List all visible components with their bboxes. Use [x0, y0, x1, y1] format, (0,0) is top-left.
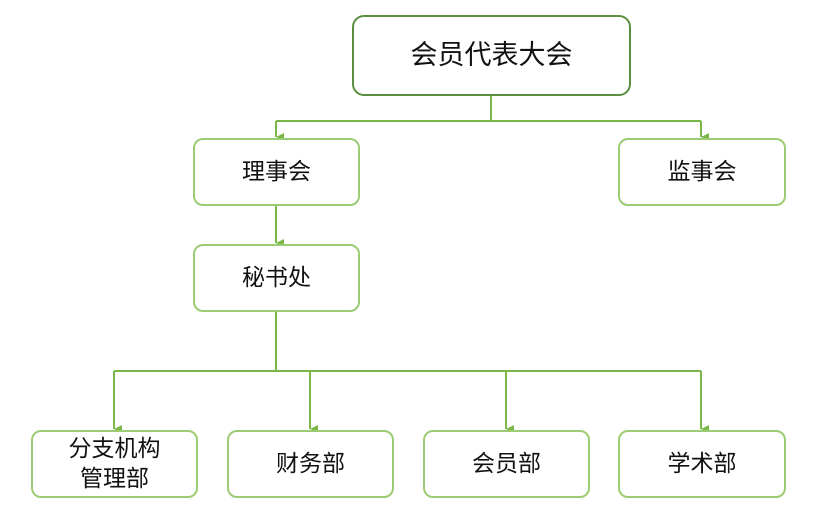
- node-label-line1: 分支机构: [68, 436, 161, 462]
- node-label: 学术部: [667, 451, 737, 477]
- node-label: 会员代表大会: [410, 39, 573, 71]
- node-branch-management: 分支机构 管理部: [31, 430, 198, 498]
- node-label: 财务部: [276, 451, 345, 477]
- node-supervisory-board: 监事会: [618, 138, 786, 206]
- node-members-congress: 会员代表大会: [352, 15, 631, 96]
- node-council: 理事会: [193, 138, 360, 206]
- node-membership-department: 会员部: [423, 430, 590, 498]
- node-academic-department: 学术部: [618, 430, 786, 498]
- node-label: 监事会: [667, 159, 737, 185]
- node-label: 秘书处: [242, 265, 311, 291]
- node-label: 理事会: [242, 159, 311, 185]
- node-label-line2: 管理部: [80, 466, 149, 492]
- node-finance-department: 财务部: [227, 430, 394, 498]
- node-secretariat: 秘书处: [193, 244, 360, 312]
- node-label: 会员部: [472, 451, 541, 477]
